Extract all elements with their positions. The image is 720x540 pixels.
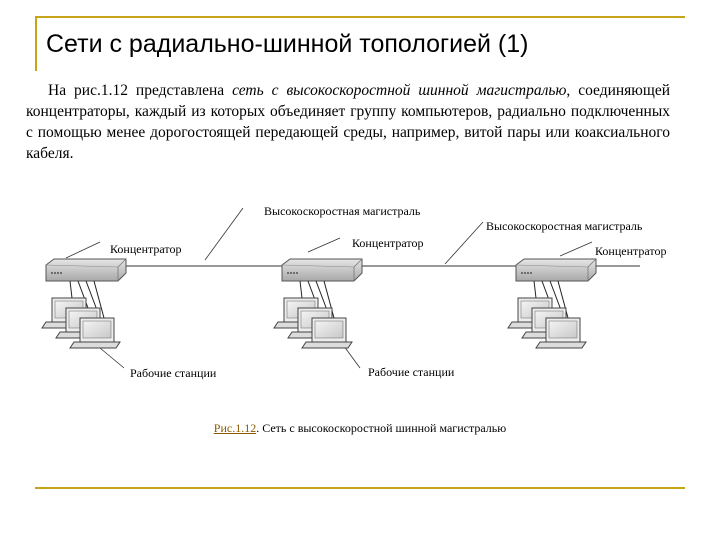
diagram-canvas <box>41 207 640 369</box>
leader-hub-left <box>65 241 101 259</box>
label-backbone-2: Высокоскоростная магистраль <box>486 219 643 233</box>
label-backbone-1: Высокоскоростная магистраль <box>264 204 421 218</box>
paragraph-emphasis: сеть с высокоскоростной шинной магистрал… <box>232 82 567 99</box>
leader-backbone-1 <box>204 207 244 261</box>
caption-text: . Сеть с высокоскоростной шинной магистр… <box>256 421 507 435</box>
label-workstations-left: Рабочие станции <box>130 366 217 380</box>
hub-center-icon <box>281 258 363 282</box>
paragraph-rest: , соединяющей концентраторы, каждый из к… <box>26 82 670 162</box>
label-hub-left: Концентратор <box>110 242 182 256</box>
paragraph-intro: На рис.1.12 представлена <box>48 82 233 99</box>
label-hub-right: Концентратор <box>595 244 667 258</box>
leader-hub-right <box>559 241 593 257</box>
left-rule <box>35 16 37 71</box>
leader-hub-center <box>307 237 341 253</box>
bottom-rule <box>35 487 685 489</box>
slide-title: Сети с радиально-шинной топологией (1) <box>46 30 529 58</box>
label-hub-center: Концентратор <box>352 236 424 250</box>
label-workstations-center: Рабочие станции <box>368 365 455 379</box>
hub-left-icon <box>45 258 127 282</box>
figure-caption: Рис.1.12. Сеть с высокоскоростной шинной… <box>0 421 720 436</box>
leader-backbone-2 <box>444 221 484 265</box>
figure-ref-link[interactable]: Рис.1.12 <box>213 421 257 435</box>
hub-right-icon <box>515 258 597 282</box>
network-diagram: Высокоскоростная магистраль Высокоскорос… <box>0 190 720 460</box>
body-paragraph: На рис.1.12 представлена сеть с высокоск… <box>26 80 670 164</box>
top-rule <box>35 16 685 18</box>
